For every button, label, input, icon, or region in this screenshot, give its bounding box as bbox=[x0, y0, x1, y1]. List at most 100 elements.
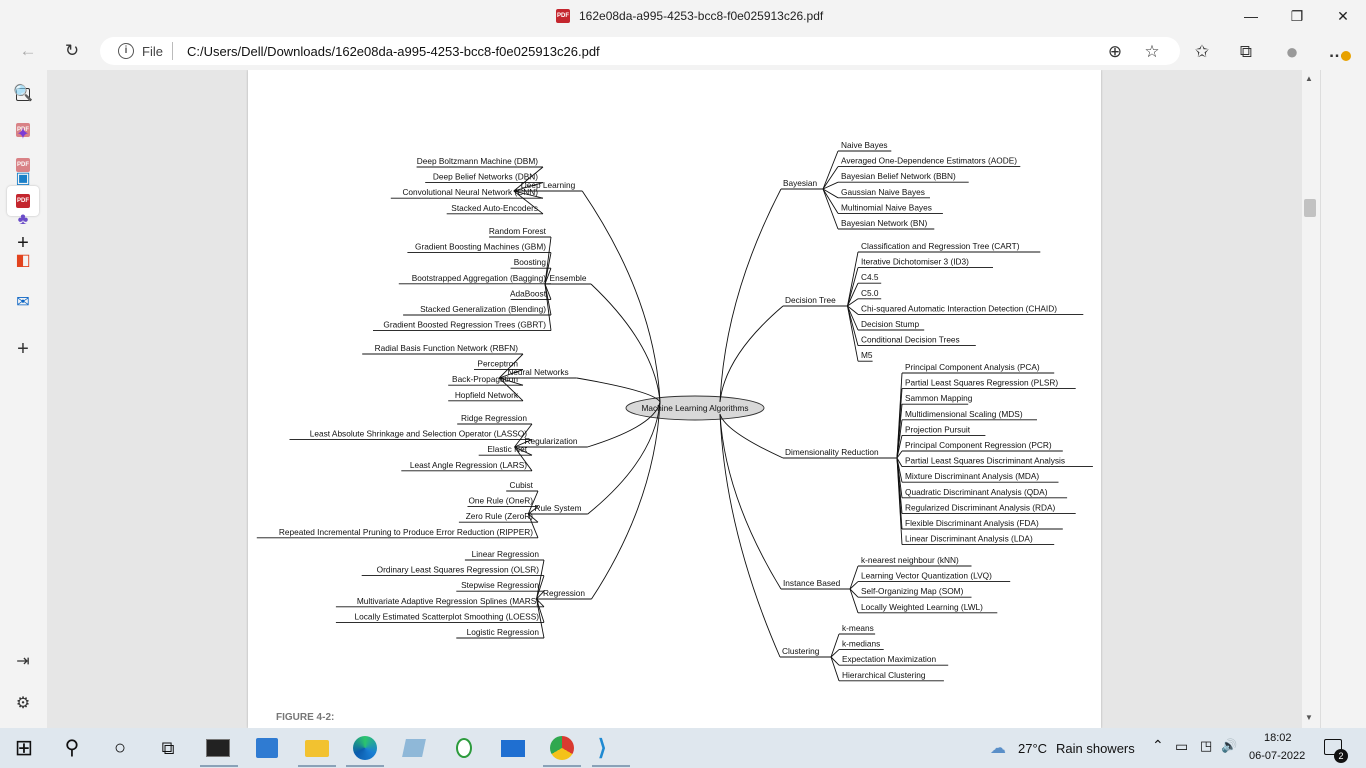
address-bar[interactable] bbox=[100, 37, 1180, 65]
scroll-down-icon[interactable]: ▼ bbox=[1305, 713, 1313, 722]
branch-connector bbox=[576, 377, 661, 403]
zoom-icon[interactable]: ⊕ bbox=[1107, 42, 1123, 61]
weather-icon[interactable]: ☁ bbox=[990, 740, 1006, 757]
branch-connector bbox=[587, 401, 661, 515]
url-text[interactable]: C:/Users/Dell/Downloads/162e08da-a995-42… bbox=[187, 44, 600, 59]
leaf-label: Gaussian Naive Bayes bbox=[841, 187, 925, 197]
leaf-label: Locally Estimated Scatterplot Smoothing … bbox=[355, 611, 540, 621]
edge-browser-icon[interactable] bbox=[353, 736, 377, 760]
add-favorite-icon[interactable]: ☆ bbox=[1144, 42, 1160, 61]
leaf-connector bbox=[896, 457, 903, 467]
leaf-label: Regularized Discriminant Analysis (RDA) bbox=[905, 502, 1056, 512]
leaf-label: Least Angle Regression (LARS) bbox=[410, 460, 527, 470]
vertical-scrollbar[interactable] bbox=[1302, 70, 1320, 728]
notepad-app-icon[interactable] bbox=[402, 739, 426, 757]
cortana-icon[interactable]: ○ bbox=[113, 737, 127, 759]
favorites-icon[interactable]: ✩ bbox=[1194, 42, 1210, 61]
tab-pdf-active[interactable]: PDF bbox=[7, 186, 39, 216]
tab-pdf-1[interactable]: PDF bbox=[7, 115, 39, 145]
scroll-up-icon[interactable]: ▲ bbox=[1305, 74, 1313, 83]
chrome-app-icon[interactable] bbox=[550, 736, 574, 760]
leaf-connector bbox=[822, 150, 839, 190]
tab-actions-icon[interactable] bbox=[7, 80, 39, 110]
notification-icon[interactable] bbox=[1324, 739, 1342, 755]
file-explorer-icon[interactable] bbox=[305, 740, 329, 757]
close-button[interactable]: ✕ bbox=[1337, 8, 1349, 24]
office-icon[interactable]: ◧ bbox=[15, 252, 31, 269]
store-app-icon[interactable] bbox=[256, 738, 278, 758]
branch-label: Deep Learning bbox=[521, 180, 576, 190]
scrollbar-thumb[interactable] bbox=[1304, 199, 1316, 217]
leaf-label: Partial Least Squares Discriminant Analy… bbox=[905, 456, 1065, 466]
tray-expand-icon[interactable]: ⌃ bbox=[1152, 737, 1164, 753]
clock-time[interactable]: 18:02 bbox=[1264, 732, 1292, 744]
profile-avatar[interactable]: ● bbox=[1285, 39, 1299, 64]
vertical-tabs-sidebar bbox=[0, 70, 47, 730]
start-icon[interactable]: ⊞ bbox=[14, 735, 34, 760]
battery-icon[interactable]: ▭ bbox=[1175, 738, 1189, 754]
collections-icon[interactable]: ⧉ bbox=[1239, 42, 1253, 61]
settings-icon[interactable]: ⚙ bbox=[15, 695, 31, 712]
leaf-connector bbox=[498, 353, 524, 379]
search-icon[interactable]: ⚲ bbox=[64, 737, 80, 759]
leaf-connector bbox=[536, 598, 545, 639]
leaf-connector bbox=[499, 369, 524, 379]
back-button[interactable]: ← bbox=[19, 41, 37, 60]
minimize-button[interactable]: — bbox=[1244, 8, 1258, 24]
new-tab-button[interactable]: + bbox=[17, 232, 29, 254]
green-app-icon[interactable] bbox=[456, 738, 472, 758]
leaf-label: Flexible Discriminant Analysis (FDA) bbox=[905, 518, 1039, 528]
camera-icon[interactable]: ◳ bbox=[1200, 738, 1213, 753]
leaf-label: Radial Basis Function Network (RBFN) bbox=[375, 343, 519, 353]
leaf-label: Stepwise Regression bbox=[461, 580, 539, 590]
leaf-label: Locally Weighted Learning (LWL) bbox=[861, 602, 983, 612]
refresh-button[interactable]: ↻ bbox=[64, 41, 80, 60]
weather-temp[interactable]: 27°C bbox=[1018, 741, 1048, 756]
leaf-label: Bootstrapped Aggregation (Bagging) bbox=[412, 273, 546, 283]
games-icon[interactable]: ♣ bbox=[17, 211, 29, 228]
leaf-connector bbox=[847, 283, 859, 307]
leaf-label: Gradient Boosting Machines (GBM) bbox=[415, 242, 546, 252]
copilot-icon[interactable]: ✦ bbox=[16, 126, 30, 143]
leaf-label: Self-Organizing Map (SOM) bbox=[861, 586, 964, 596]
leaf-label: Multivariate Adaptive Regression Splines… bbox=[357, 596, 539, 606]
leaf-label: Hopfield Network bbox=[455, 390, 519, 400]
branch-label: Instance Based bbox=[783, 578, 841, 588]
leaf-label: Linear Discriminant Analysis (LDA) bbox=[905, 534, 1033, 544]
leaf-connector bbox=[527, 513, 539, 538]
mail-app-icon[interactable] bbox=[501, 740, 525, 757]
leaf-connector bbox=[513, 182, 544, 192]
vscode-app-icon[interactable]: ⟩ bbox=[598, 735, 607, 760]
tab-pdf-2[interactable]: PDF bbox=[7, 150, 39, 180]
volume-icon[interactable]: 🔊 bbox=[1221, 738, 1238, 753]
figure-label: FIGURE 4-2: bbox=[276, 712, 335, 723]
leaf-connector bbox=[513, 190, 544, 215]
pdf-tab-icon: PDF bbox=[16, 194, 30, 208]
add-sidebar-app-icon[interactable]: + bbox=[17, 338, 29, 360]
window-title: 162e08da-a995-4253-bcc8-f0e025913c26.pdf bbox=[579, 9, 824, 23]
leaf-label: Hierarchical Clustering bbox=[842, 670, 926, 680]
leaf-connector bbox=[847, 298, 859, 307]
leaf-label: Conditional Decision Trees bbox=[861, 335, 960, 345]
leaf-label: Boosting bbox=[514, 257, 547, 267]
maximize-button[interactable]: ❐ bbox=[1290, 8, 1304, 24]
leaf-connector bbox=[544, 283, 552, 300]
branch-label: Decision Tree bbox=[785, 295, 836, 305]
leaf-connector bbox=[513, 190, 544, 199]
clock-date[interactable]: 06-07-2022 bbox=[1249, 750, 1306, 762]
leaf-label: Decision Stump bbox=[861, 319, 919, 329]
weather-text[interactable]: Rain showers bbox=[1056, 741, 1135, 756]
search-icon[interactable]: 🔍 bbox=[13, 85, 33, 102]
terminal-app-icon[interactable] bbox=[206, 739, 230, 757]
task-view-icon[interactable]: ⧉ bbox=[161, 738, 175, 758]
split-screen-icon[interactable]: ⇥ bbox=[16, 653, 30, 670]
outlook-icon[interactable]: ✉ bbox=[16, 294, 30, 311]
shopping-icon[interactable]: ▣ bbox=[15, 170, 31, 187]
info-icon[interactable]: i bbox=[118, 43, 134, 59]
